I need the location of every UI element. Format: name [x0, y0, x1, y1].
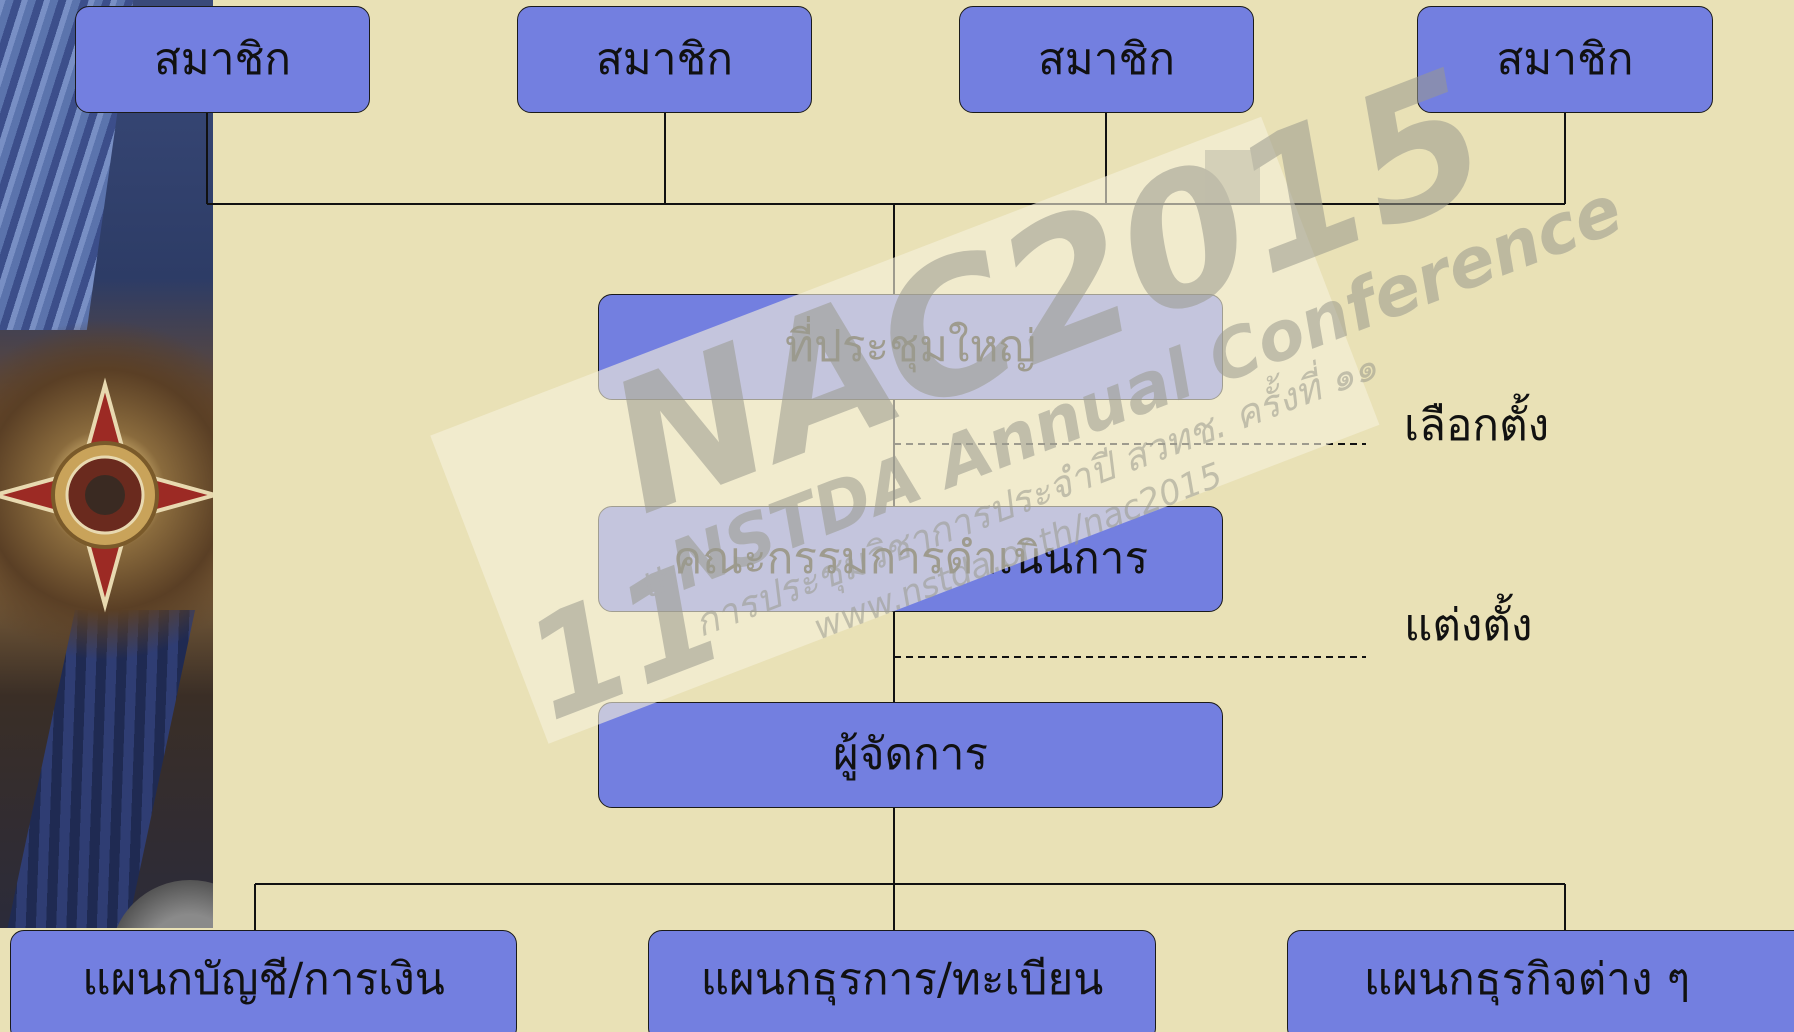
member-label: สมาชิก [595, 33, 734, 85]
member-box: สมาชิก [517, 6, 812, 113]
medal-photo [0, 0, 213, 928]
department-label: แผนกธุรการ/ทะเบียน [700, 954, 1104, 1005]
member-label: สมาชิก [1037, 33, 1176, 85]
member-box: สมาชิก [75, 6, 370, 113]
department-label: แผนกธุรกิจต่าง ๆ [1363, 954, 1691, 1005]
committee-box: คณะกรรมการดำเนินการ [598, 506, 1223, 612]
general-meeting-label: ที่ประชุมใหญ่ [784, 321, 1037, 372]
member-box: สมาชิก [959, 6, 1254, 113]
member-label: สมาชิก [1496, 33, 1634, 85]
appoint-annotation: แต่งตั้ง [1404, 600, 1533, 651]
general-meeting-box: ที่ประชุมใหญ่ [598, 294, 1223, 400]
member-label: สมาชิก [153, 33, 292, 85]
elect-annotation: เลือกตั้ง [1404, 400, 1550, 451]
department-label: แผนกบัญชี/การเงิน [82, 954, 445, 1005]
medal-icon [0, 377, 213, 613]
department-box: แผนกบัญชี/การเงิน [10, 930, 517, 1032]
department-box: แผนกธุรกิจต่าง ๆ [1287, 930, 1794, 1032]
manager-label: ผู้จัดการ [832, 729, 989, 780]
member-box: สมาชิก [1417, 6, 1713, 113]
committee-label: คณะกรรมการดำเนินการ [672, 533, 1149, 584]
department-box: แผนกธุรการ/ทะเบียน [648, 930, 1156, 1032]
manager-box: ผู้จัดการ [598, 702, 1223, 808]
